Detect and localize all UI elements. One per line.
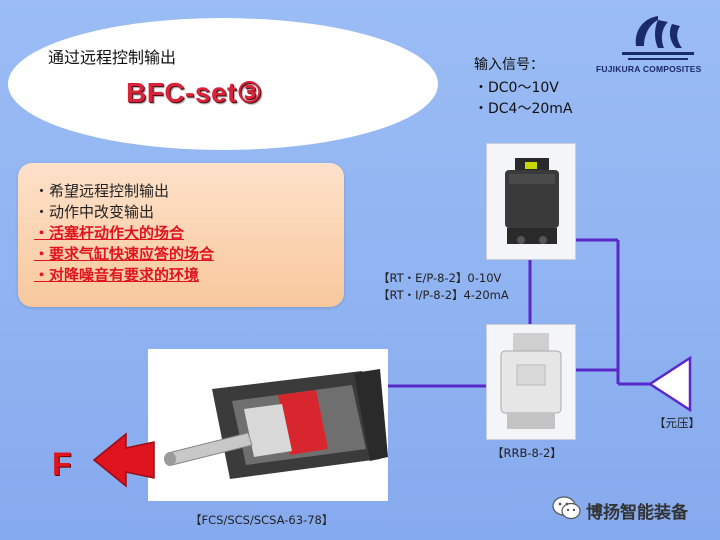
watermark-text: 博扬智能装备 (586, 498, 688, 523)
force-label: F (52, 446, 72, 483)
regulator-photo (486, 143, 576, 260)
relay-caption: 【RRB-8-2】 (492, 445, 562, 461)
cylinder-icon (148, 349, 388, 501)
booster-relay-icon (487, 325, 575, 439)
supply-triangle-icon (650, 358, 690, 410)
regulator-caption-1: 【RT・E/P-8-2】0-10V (378, 270, 501, 286)
cylinder-caption: 【FCS/SCS/SCSA-63-78】 (190, 512, 333, 528)
relay-photo (486, 324, 576, 440)
wechat-icon (552, 494, 582, 522)
regulator-caption-2: 【RT・I/P-8-2】4-20mA (378, 287, 509, 303)
supply-caption: 【元压】 (654, 415, 700, 431)
cylinder-photo (148, 349, 388, 501)
force-arrow-icon (84, 420, 164, 500)
regulator-icon (487, 144, 575, 259)
